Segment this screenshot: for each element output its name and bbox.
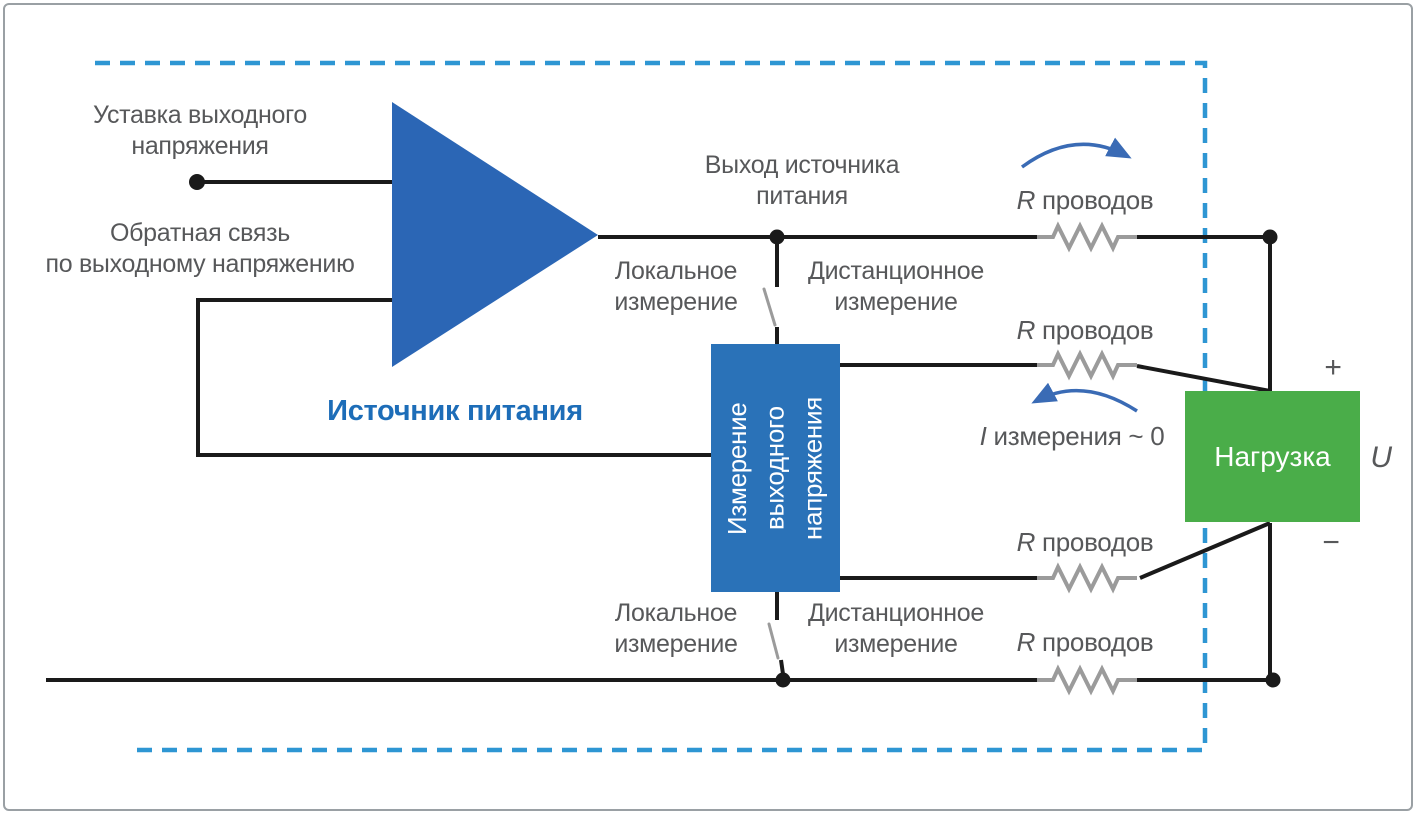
power-supply-title: Источник питания (327, 395, 583, 427)
load-voltage-symbol: U (1370, 441, 1392, 474)
setpoint-label: Уставка выходного напряжения (93, 101, 307, 160)
measurement-block-label: Измерение выходного напряжения (721, 396, 828, 540)
output-junction-dot (769, 229, 785, 245)
remote-sense-label-bottom: Дистанционное измерение (808, 599, 984, 658)
wire-resistance-symbol-bottom (1037, 664, 1137, 696)
load-minus-junction-dot (1265, 672, 1281, 688)
r-wires-label-sense-minus: R проводов (1016, 527, 1154, 557)
feedback-wire (196, 298, 711, 457)
sense-minus-diagonal-wire (1139, 521, 1271, 580)
setpoint-terminal-dot (189, 174, 205, 190)
sense-plus-diagonal-wire (1136, 364, 1271, 393)
power-supply-amplifier-triangle (392, 102, 598, 367)
voltage-drop-arrow-icon (1020, 137, 1132, 169)
remote-sense-label-top: Дистанционное измерение (808, 257, 984, 316)
supply-output-label: Выход источника питания (704, 151, 900, 210)
top-switch-blade (762, 287, 777, 327)
load-plus-junction-dot (1262, 229, 1278, 245)
feedback-label: Обратная связь по выходному напряжению (45, 219, 355, 278)
load-plus-sign: + (1324, 351, 1342, 384)
local-sense-label-bottom: Локальное измерение (614, 599, 738, 658)
output-voltage-measurement-block: Измерение выходного напряжения (711, 344, 840, 592)
bottom-switch-blade (767, 622, 780, 660)
load-block: Нагрузка (1185, 391, 1360, 522)
return-junction-dot (775, 672, 791, 688)
r-wires-label-top: R проводов (1016, 185, 1154, 215)
wire-resistance-symbol-sense-minus (1037, 562, 1137, 594)
bottom-switch-stub-lower (779, 659, 785, 675)
sense-current-label: I измерения ~ 0 (979, 421, 1165, 451)
diagram-frame (3, 3, 1413, 811)
local-sense-label-top: Локальное измерение (614, 257, 738, 316)
wire-resistance-symbol-top (1037, 221, 1137, 253)
wire-resistance-symbol-sense-plus (1037, 349, 1137, 381)
sense-current-arrow-icon (1031, 382, 1138, 413)
load-minus-sign: − (1322, 526, 1340, 559)
r-wires-label-sense-plus: R проводов (1016, 315, 1154, 345)
r-wires-label-bottom: R проводов (1016, 627, 1154, 657)
load-block-label: Нагрузка (1214, 440, 1331, 472)
